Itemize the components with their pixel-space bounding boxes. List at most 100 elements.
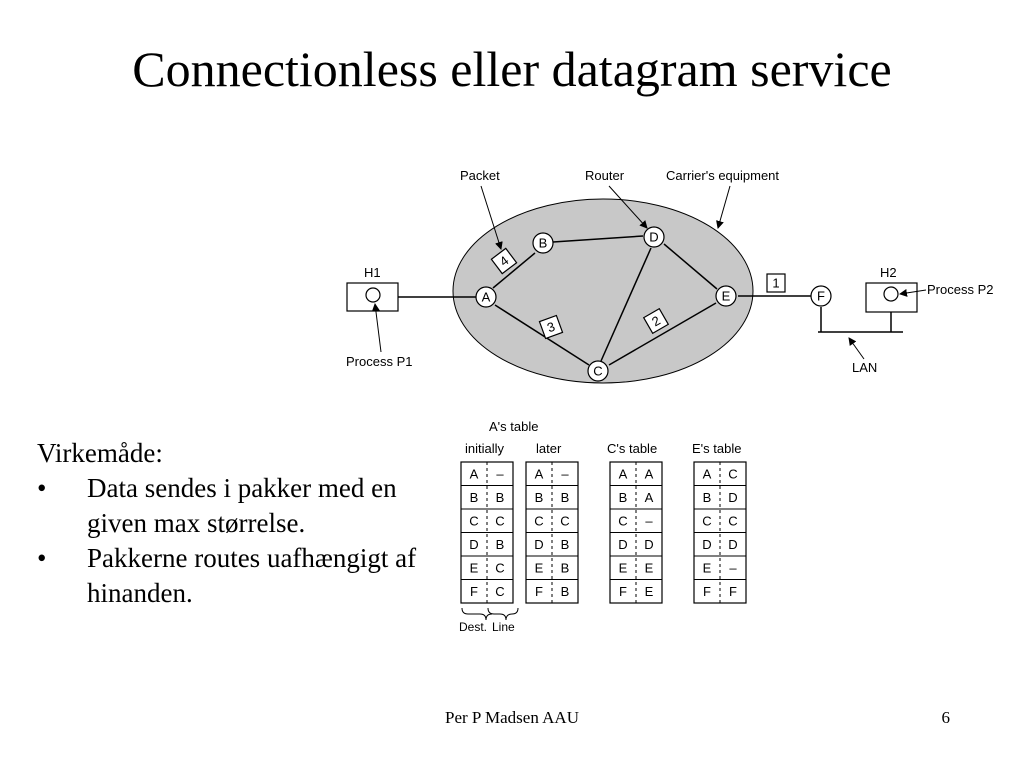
later-table-dest-cell: F [535, 584, 543, 599]
bullet-text-1: Data sendes i pakker med en given max st… [87, 473, 397, 538]
carrier-cloud [452, 198, 754, 384]
a-table-title: A's table [489, 419, 538, 434]
packet-callout-arrow [480, 185, 503, 250]
packet-2: 2 [642, 307, 670, 335]
e-table-dest-cell: D [702, 537, 711, 552]
c-table-line-cell: E [645, 560, 654, 575]
bullet-item-2: • Pakkerne routes uafhængigt af hinanden… [37, 541, 447, 611]
later-table-dest-cell: B [535, 490, 544, 505]
link-c-d [600, 247, 652, 362]
host-h1-label: H1 [364, 265, 381, 280]
c-table-dest-cell: F [619, 584, 627, 599]
initially-table-line-cell: B [496, 490, 505, 505]
later-table-line-cell: B [561, 490, 570, 505]
c-table-dest-cell: C [618, 513, 627, 528]
lan-callout-label: LAN [852, 360, 877, 375]
lan-callout-arrow [848, 337, 865, 360]
e-table-line-cell: F [729, 584, 737, 599]
initially-table-line-cell: C [495, 560, 504, 575]
initially-table-dest-cell: A [470, 466, 479, 481]
body-text: Virkemåde: • Data sendes i pakker med en… [37, 436, 447, 611]
process-p1-callout-arrow [371, 303, 382, 353]
initially-table-title: initially [465, 441, 505, 456]
c-table-line-cell: A [645, 466, 654, 481]
c-table-line-cell: E [645, 584, 654, 599]
carrier-callout-label: Carrier's equipment [666, 168, 779, 183]
initially-table-line-cell: C [495, 513, 504, 528]
slide-title: Connectionless eller datagram service [132, 41, 892, 97]
host-h1: H1 [346, 265, 399, 312]
packet-4: 4 [490, 247, 518, 275]
later-table-line-cell: C [560, 513, 569, 528]
c-table-dest-cell: D [618, 537, 627, 552]
router-callout-label: Router [585, 168, 625, 183]
c-table-line-cell: D [644, 537, 653, 552]
host-h2: H2 [865, 265, 918, 313]
router-nodes: A B D C E F [475, 226, 832, 382]
node-c-circle [587, 360, 609, 382]
later-table-dest-cell: D [534, 537, 543, 552]
bullet-text-2: Pakkerne routes uafhængigt af hinanden. [87, 543, 417, 608]
process-p1-icon [365, 287, 381, 303]
later-table-line-cell: B [561, 537, 570, 552]
carrier-callout-arrow [716, 185, 731, 229]
later-table-dest-cell: E [535, 560, 544, 575]
c-table-dest-cell: B [619, 490, 628, 505]
node-b-label: B [539, 236, 548, 251]
e-table-line-cell: C [728, 466, 737, 481]
e-table-line-cell: D [728, 490, 737, 505]
node-e-label: E [722, 289, 731, 304]
node-a-circle [475, 286, 497, 308]
node-e-circle [715, 285, 737, 307]
routing-tables: A's table initially later C's table E's … [459, 419, 747, 634]
e-table-dest-cell: C [702, 513, 711, 528]
bullet-marker: • [37, 473, 47, 503]
packets: 4 3 2 1 [490, 247, 786, 340]
footer-author: Per P Madsen AAU [445, 708, 579, 727]
bullet-marker: • [37, 543, 47, 573]
link-a-b [492, 252, 536, 289]
node-b-circle [532, 232, 554, 254]
callouts [371, 185, 927, 360]
line-label: Line [492, 620, 515, 634]
network-links [398, 235, 903, 366]
c-table-dest-cell: E [619, 560, 628, 575]
line-brace [487, 607, 519, 621]
initially-table-dest-cell: B [470, 490, 479, 505]
process-p2-callout-label: Process P2 [927, 282, 993, 297]
process-p2-callout-arrow [899, 288, 927, 297]
initially-table-line-cell: – [496, 466, 504, 481]
node-d-circle [643, 226, 665, 248]
later-table-title: later [536, 441, 562, 456]
later-table-line-cell: – [561, 466, 569, 481]
e-table-dest-cell: F [703, 584, 711, 599]
later-table-dest-cell: A [535, 466, 544, 481]
initially-table-dest-cell: C [469, 513, 478, 528]
c-table-dest-cell: A [619, 466, 628, 481]
e-table-title: E's table [692, 441, 741, 456]
packet-callout-label: Packet [460, 168, 500, 183]
initially-table-dest-cell: D [469, 537, 478, 552]
later-table-dest-cell: C [534, 513, 543, 528]
process-p2-icon [883, 286, 899, 302]
link-a-c [494, 304, 590, 366]
dest-label: Dest. [459, 620, 487, 634]
body-heading: Virkemåde: [37, 438, 163, 468]
initially-table-dest-cell: F [470, 584, 478, 599]
node-d-label: D [649, 230, 658, 245]
initially-table-line-cell: B [496, 537, 505, 552]
e-table-line-cell: – [729, 560, 737, 575]
e-table-dest-cell: B [703, 490, 712, 505]
node-a-label: A [482, 290, 491, 305]
link-c-e [608, 302, 717, 366]
packet-1-label: 1 [772, 276, 779, 291]
node-f-label: F [817, 289, 825, 304]
dest-brace [461, 607, 493, 621]
initially-table-dest-cell: E [470, 560, 479, 575]
packet-1: 1 [766, 273, 786, 293]
initially-table-line-cell: C [495, 584, 504, 599]
